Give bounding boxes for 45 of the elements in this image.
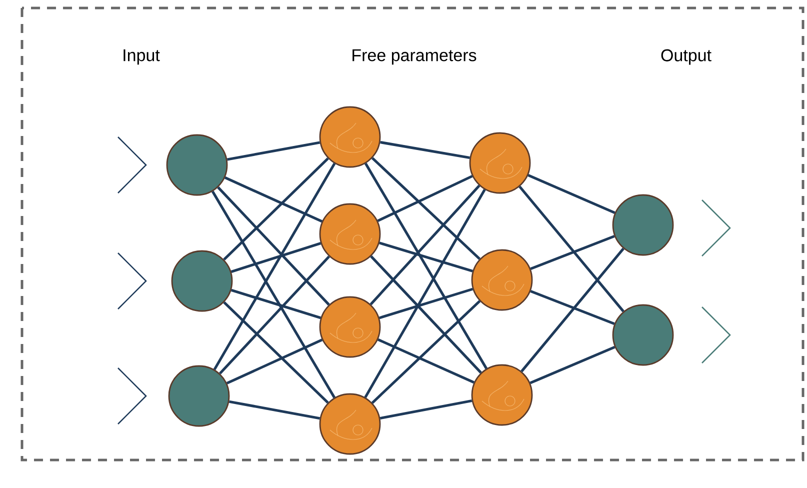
layer-label: Free parameters [352, 49, 476, 65]
connection-line [380, 140, 470, 160]
connection-line [371, 300, 481, 404]
neuron-node [612, 304, 674, 366]
connection-line [213, 162, 336, 370]
connection-line [223, 301, 329, 404]
connection-line [530, 346, 616, 384]
parameter-node [471, 249, 533, 311]
layer-label: Input [124, 49, 160, 65]
connection-line [226, 338, 323, 384]
parameter-node [469, 132, 531, 194]
connection-line [228, 400, 320, 420]
connection-line [518, 186, 624, 312]
connection-line [520, 248, 624, 372]
connection-line [230, 288, 322, 320]
parameter-node [319, 106, 381, 168]
connection-line [218, 256, 330, 374]
connection-line [528, 174, 616, 214]
connection-line [378, 338, 475, 384]
connection-line [223, 157, 329, 261]
connection-line [380, 399, 472, 420]
neuron-node [166, 134, 228, 196]
connection-line [379, 242, 473, 272]
connection-line [364, 188, 486, 398]
connection-line [364, 162, 488, 370]
connection-line [370, 255, 482, 374]
connection-line [378, 288, 474, 320]
connection-line [377, 174, 473, 222]
connection-line [217, 186, 330, 306]
neuron-node [612, 194, 674, 256]
connection-line [530, 290, 615, 326]
parameter-node [319, 393, 381, 455]
connection-line [530, 234, 615, 270]
parameter-node [319, 203, 381, 265]
connection-line [212, 190, 336, 398]
parameter-node [319, 296, 381, 358]
layer-label: Output [661, 49, 712, 65]
neuron-node [171, 250, 233, 312]
connection-line [224, 176, 323, 223]
connection-line [226, 141, 320, 161]
connection-line [370, 184, 480, 306]
parameter-node [471, 364, 533, 426]
connection-line [371, 157, 481, 260]
neuron-node [168, 365, 230, 427]
connection-line [230, 242, 322, 273]
